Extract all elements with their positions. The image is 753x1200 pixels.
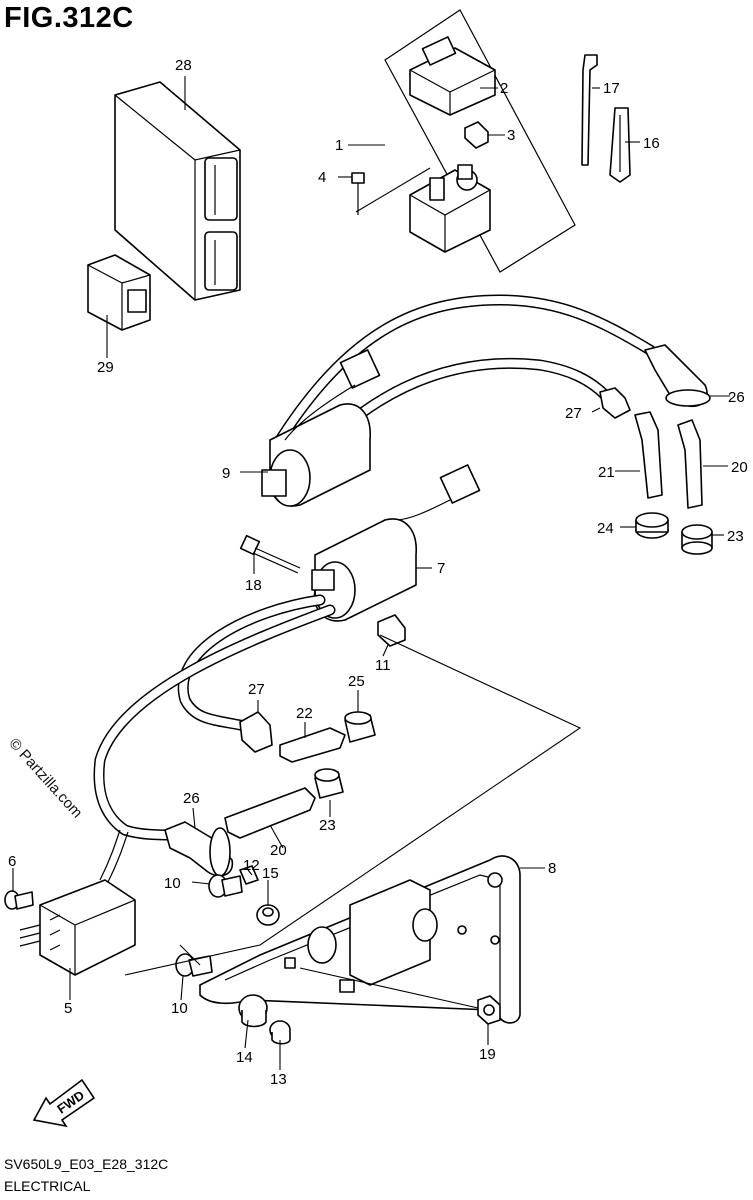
callout-18: 18	[245, 577, 262, 594]
part-4-screw[interactable]	[351, 172, 365, 215]
part-8-bracket[interactable]	[199, 855, 521, 1024]
callout-7: 7	[437, 560, 445, 577]
part-2-relay-cover[interactable]	[409, 36, 496, 116]
part-12-spacer[interactable]	[239, 865, 259, 885]
part-14-grommet[interactable]	[238, 994, 268, 1028]
callout-11: 11	[375, 657, 391, 674]
callout-8: 8	[548, 860, 556, 877]
part-13-collar[interactable]	[269, 1020, 291, 1045]
callout-27-right: 27	[565, 405, 582, 422]
callout-5: 5	[64, 1000, 72, 1017]
part-24-cap[interactable]	[635, 512, 669, 539]
part-21-plug-cover[interactable]	[634, 411, 663, 499]
callout-10-lower: 10	[171, 1000, 188, 1017]
callout-23-right: 23	[727, 528, 744, 545]
part-18-bolt[interactable]	[239, 534, 301, 574]
callout-1: 1	[335, 137, 343, 154]
callout-17: 17	[603, 80, 620, 97]
part-6-screw[interactable]	[4, 890, 34, 910]
callout-9: 9	[222, 465, 230, 482]
callout-20-left: 20	[270, 842, 287, 859]
part-5-regulator[interactable]	[19, 829, 136, 976]
part-23-cap-right[interactable]	[681, 524, 713, 555]
part-3-fuse[interactable]	[464, 121, 489, 149]
part-1-starter-relay[interactable]	[409, 164, 491, 253]
callout-20-right: 20	[731, 459, 748, 476]
callout-28: 28	[175, 57, 192, 74]
callout-13: 13	[270, 1071, 287, 1088]
callout-27-left: 27	[248, 681, 265, 698]
callout-24: 24	[597, 520, 614, 537]
callout-3: 3	[507, 127, 515, 144]
callout-26-right: 26	[728, 389, 745, 406]
part-7-ignition-coil[interactable]	[311, 518, 417, 622]
callout-29: 29	[97, 359, 114, 376]
part-23-cap-left[interactable]	[314, 768, 344, 799]
part-19-nut[interactable]	[477, 995, 501, 1025]
part-27-plug-boot-right[interactable]	[599, 387, 631, 419]
callout-22: 22	[296, 705, 313, 722]
callout-23-left: 23	[319, 817, 336, 834]
part-20-plug-cover-left[interactable]	[224, 787, 316, 839]
callout-6: 6	[8, 853, 16, 870]
part-10-bolt-upper[interactable]	[208, 874, 243, 898]
figure-title: FIG.312C	[4, 2, 134, 34]
callout-21: 21	[598, 464, 615, 481]
part-15-grommet[interactable]	[256, 904, 280, 926]
part-20-plug-cover-right[interactable]	[677, 419, 703, 509]
part-17-cable-tie[interactable]	[581, 54, 598, 166]
part-28-ecm[interactable]	[114, 81, 241, 301]
part-29-connector[interactable]	[87, 254, 151, 331]
callout-16: 16	[643, 135, 660, 152]
part-10-bolt-lower[interactable]	[175, 953, 213, 977]
part-11-collar[interactable]	[377, 614, 406, 647]
callout-26-left: 26	[183, 790, 200, 807]
callout-25: 25	[348, 673, 365, 690]
callout-10-upper: 10	[164, 875, 181, 892]
part-27-plug-boot-left[interactable]	[239, 711, 273, 753]
callout-15: 15	[262, 865, 279, 882]
callout-14: 14	[236, 1049, 253, 1066]
part-26-plug-cap-right[interactable]	[644, 344, 711, 407]
callout-12: 12	[243, 857, 260, 874]
figure-code: SV650L9_E03_E28_312C	[4, 1156, 169, 1172]
callout-19: 19	[479, 1046, 496, 1063]
part-25-cap[interactable]	[344, 711, 376, 743]
fwd-arrow-icon: FWD	[32, 1078, 96, 1128]
callout-4: 4	[318, 169, 326, 186]
part-16-clamp[interactable]	[609, 107, 631, 183]
callout-2: 2	[500, 80, 508, 97]
part-26-plug-cap-left[interactable]	[164, 821, 234, 877]
section-label: ELECTRICAL	[4, 1178, 91, 1194]
part-9-ignition-coil[interactable]	[261, 349, 481, 521]
part-22-plug-cover[interactable]	[279, 727, 346, 763]
